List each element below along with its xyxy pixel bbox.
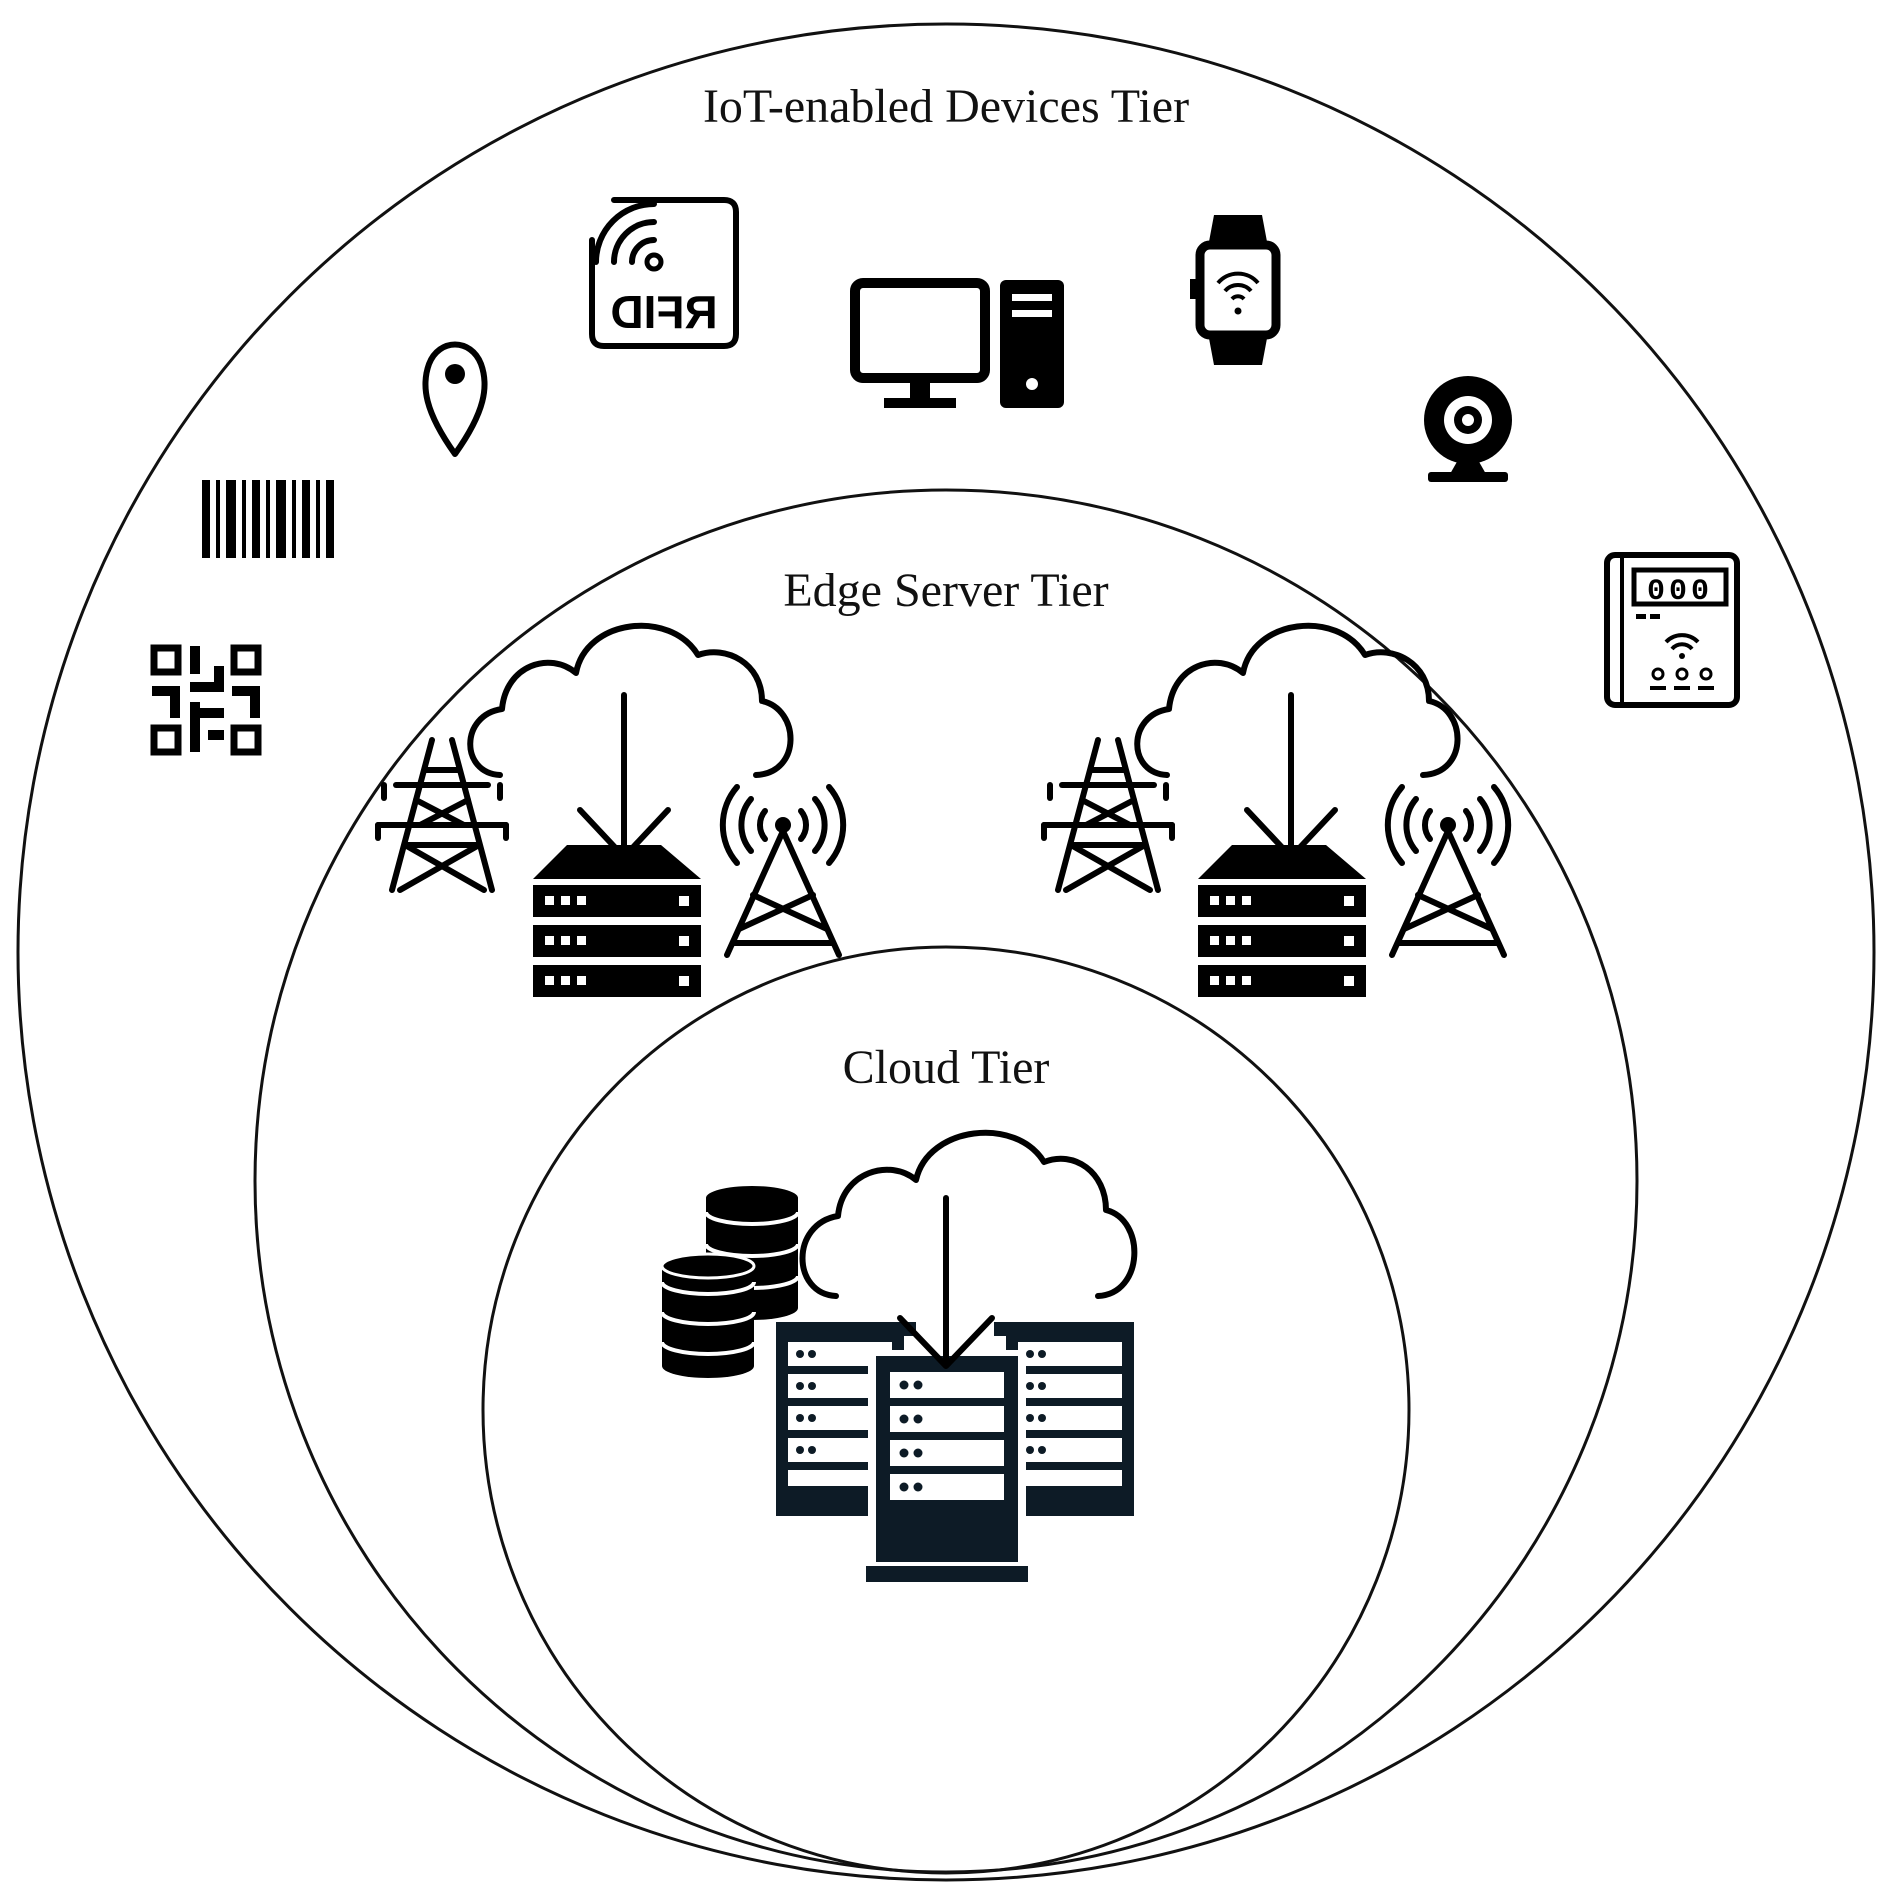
database-stack-icon (660, 1186, 800, 1378)
location-pin-icon (422, 341, 488, 457)
transmission-tower-icon (1044, 740, 1172, 890)
rfid-tag-icon: RFID (589, 197, 739, 349)
right-server-rack (994, 1322, 1134, 1516)
cloud-tier-label: Cloud Tier (843, 1041, 1050, 1094)
edge-server-rack-icon (1198, 845, 1366, 997)
edge-tier-label: Edge Server Tier (783, 564, 1108, 617)
edge-server-rack-icon (533, 845, 701, 997)
webcam-icon (1424, 376, 1512, 482)
cloud-datacenter-icon (776, 1129, 1138, 1582)
smartwatch-icon (1190, 215, 1281, 365)
iot-tier-ring (16, 22, 1876, 1882)
cell-antenna-icon (1388, 787, 1508, 955)
rfid-tag-text: RFID (610, 286, 717, 338)
barcode-icon (202, 480, 334, 558)
cell-antenna-icon (723, 787, 843, 955)
smart-meter-display: 000 (1647, 575, 1713, 609)
smart-meter-icon: 000 (1604, 552, 1740, 708)
qr-code-icon (150, 644, 262, 756)
cloud-tier-ring (481, 945, 1411, 1875)
desktop-computer-icon (850, 278, 1064, 408)
iot-tier-label: IoT-enabled Devices Tier (703, 80, 1189, 133)
center-server-rack (866, 1350, 1028, 1582)
